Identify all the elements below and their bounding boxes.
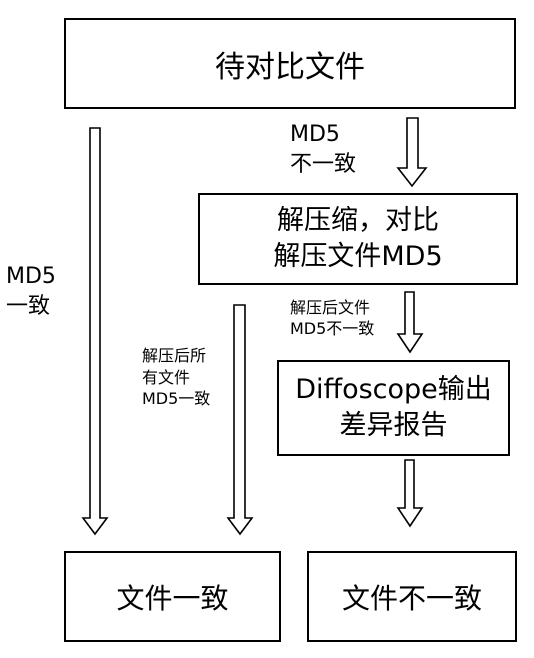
arrow-md5-mismatch [396, 117, 428, 188]
edge-label-unzipped-mismatch: 解压后文件 MD5不一致 [290, 298, 375, 338]
arrow-unzipped-all-match [226, 304, 254, 536]
edge-label-unzipped-all-match: 解压后所 有文件 MD5一致 [142, 346, 211, 409]
edge-label-md5-match: MD5 一致 [6, 264, 56, 319]
files-consistent-box: 文件一致 [64, 551, 281, 642]
unzip-compare-line-1: 解压缩，对比 [277, 204, 439, 236]
edge-label-md5-mismatch: MD5 不一致 [290, 122, 357, 177]
source-files-box: 待对比文件 [64, 18, 516, 109]
unzip-compare-line-2: 解压文件MD5 [273, 241, 443, 272]
diffoscope-box: Diffoscope输出 差异报告 [277, 360, 510, 456]
files-inconsistent-box: 文件不一致 [307, 551, 517, 642]
source-files-label: 待对比文件 [215, 49, 365, 85]
files-consistent-label: 文件一致 [116, 581, 229, 615]
diffoscope-line-2: 差异报告 [339, 410, 448, 441]
arrow-diffoscope-out [396, 459, 424, 528]
unzip-compare-box: 解压缩，对比 解压文件MD5 [198, 193, 518, 285]
arrow-md5-match [81, 127, 109, 536]
arrow-unzipped-mismatch [396, 291, 424, 354]
files-inconsistent-label: 文件不一致 [341, 581, 482, 615]
diffoscope-line-1: Diffoscope输出 [295, 373, 492, 405]
